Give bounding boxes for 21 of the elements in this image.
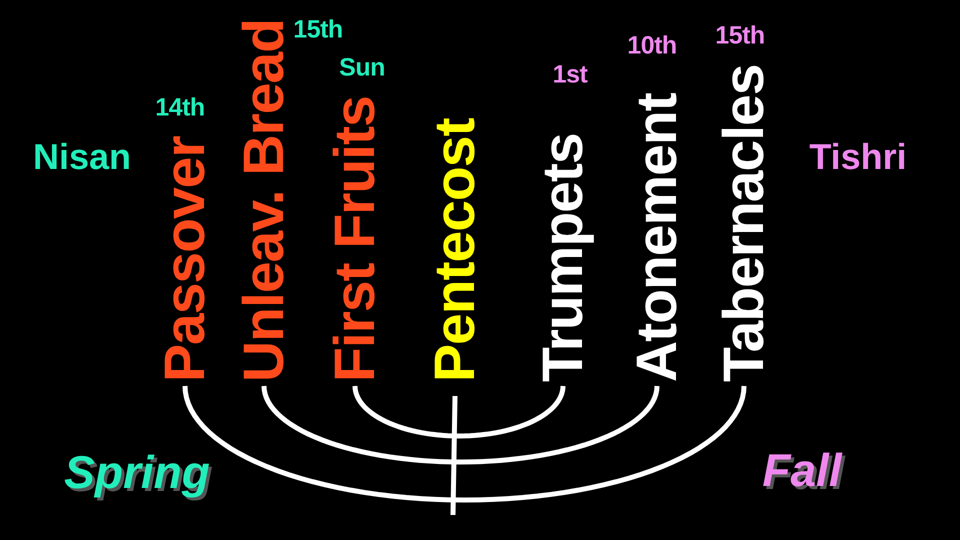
menorah-branch bbox=[182, 384, 746, 502]
menorah-branch bbox=[352, 384, 566, 438]
date-label: 15th bbox=[293, 16, 343, 44]
date-label: Sun bbox=[339, 54, 385, 82]
season-label: Fall bbox=[762, 443, 842, 497]
date-label: 10th bbox=[627, 32, 677, 60]
date-label: 15th bbox=[715, 22, 765, 50]
feast-name: Trumpets bbox=[534, 133, 592, 386]
feast-name: Unleav. Bread bbox=[235, 19, 293, 386]
season-label: Spring bbox=[64, 445, 210, 499]
date-label: 14th bbox=[155, 94, 205, 122]
feast-name: Passover bbox=[156, 136, 214, 386]
feast-name: Tabernacles bbox=[715, 64, 773, 386]
menorah-stem bbox=[450, 396, 458, 516]
feast-name: Pentecost bbox=[426, 118, 484, 386]
feast-name: Atonement bbox=[628, 93, 686, 386]
month-label: Tishri bbox=[809, 136, 907, 178]
date-label: 1st bbox=[552, 60, 588, 90]
feast-name: First Fruits bbox=[326, 96, 384, 386]
menorah-branch bbox=[262, 384, 660, 464]
month-label: Nisan bbox=[32, 136, 132, 178]
